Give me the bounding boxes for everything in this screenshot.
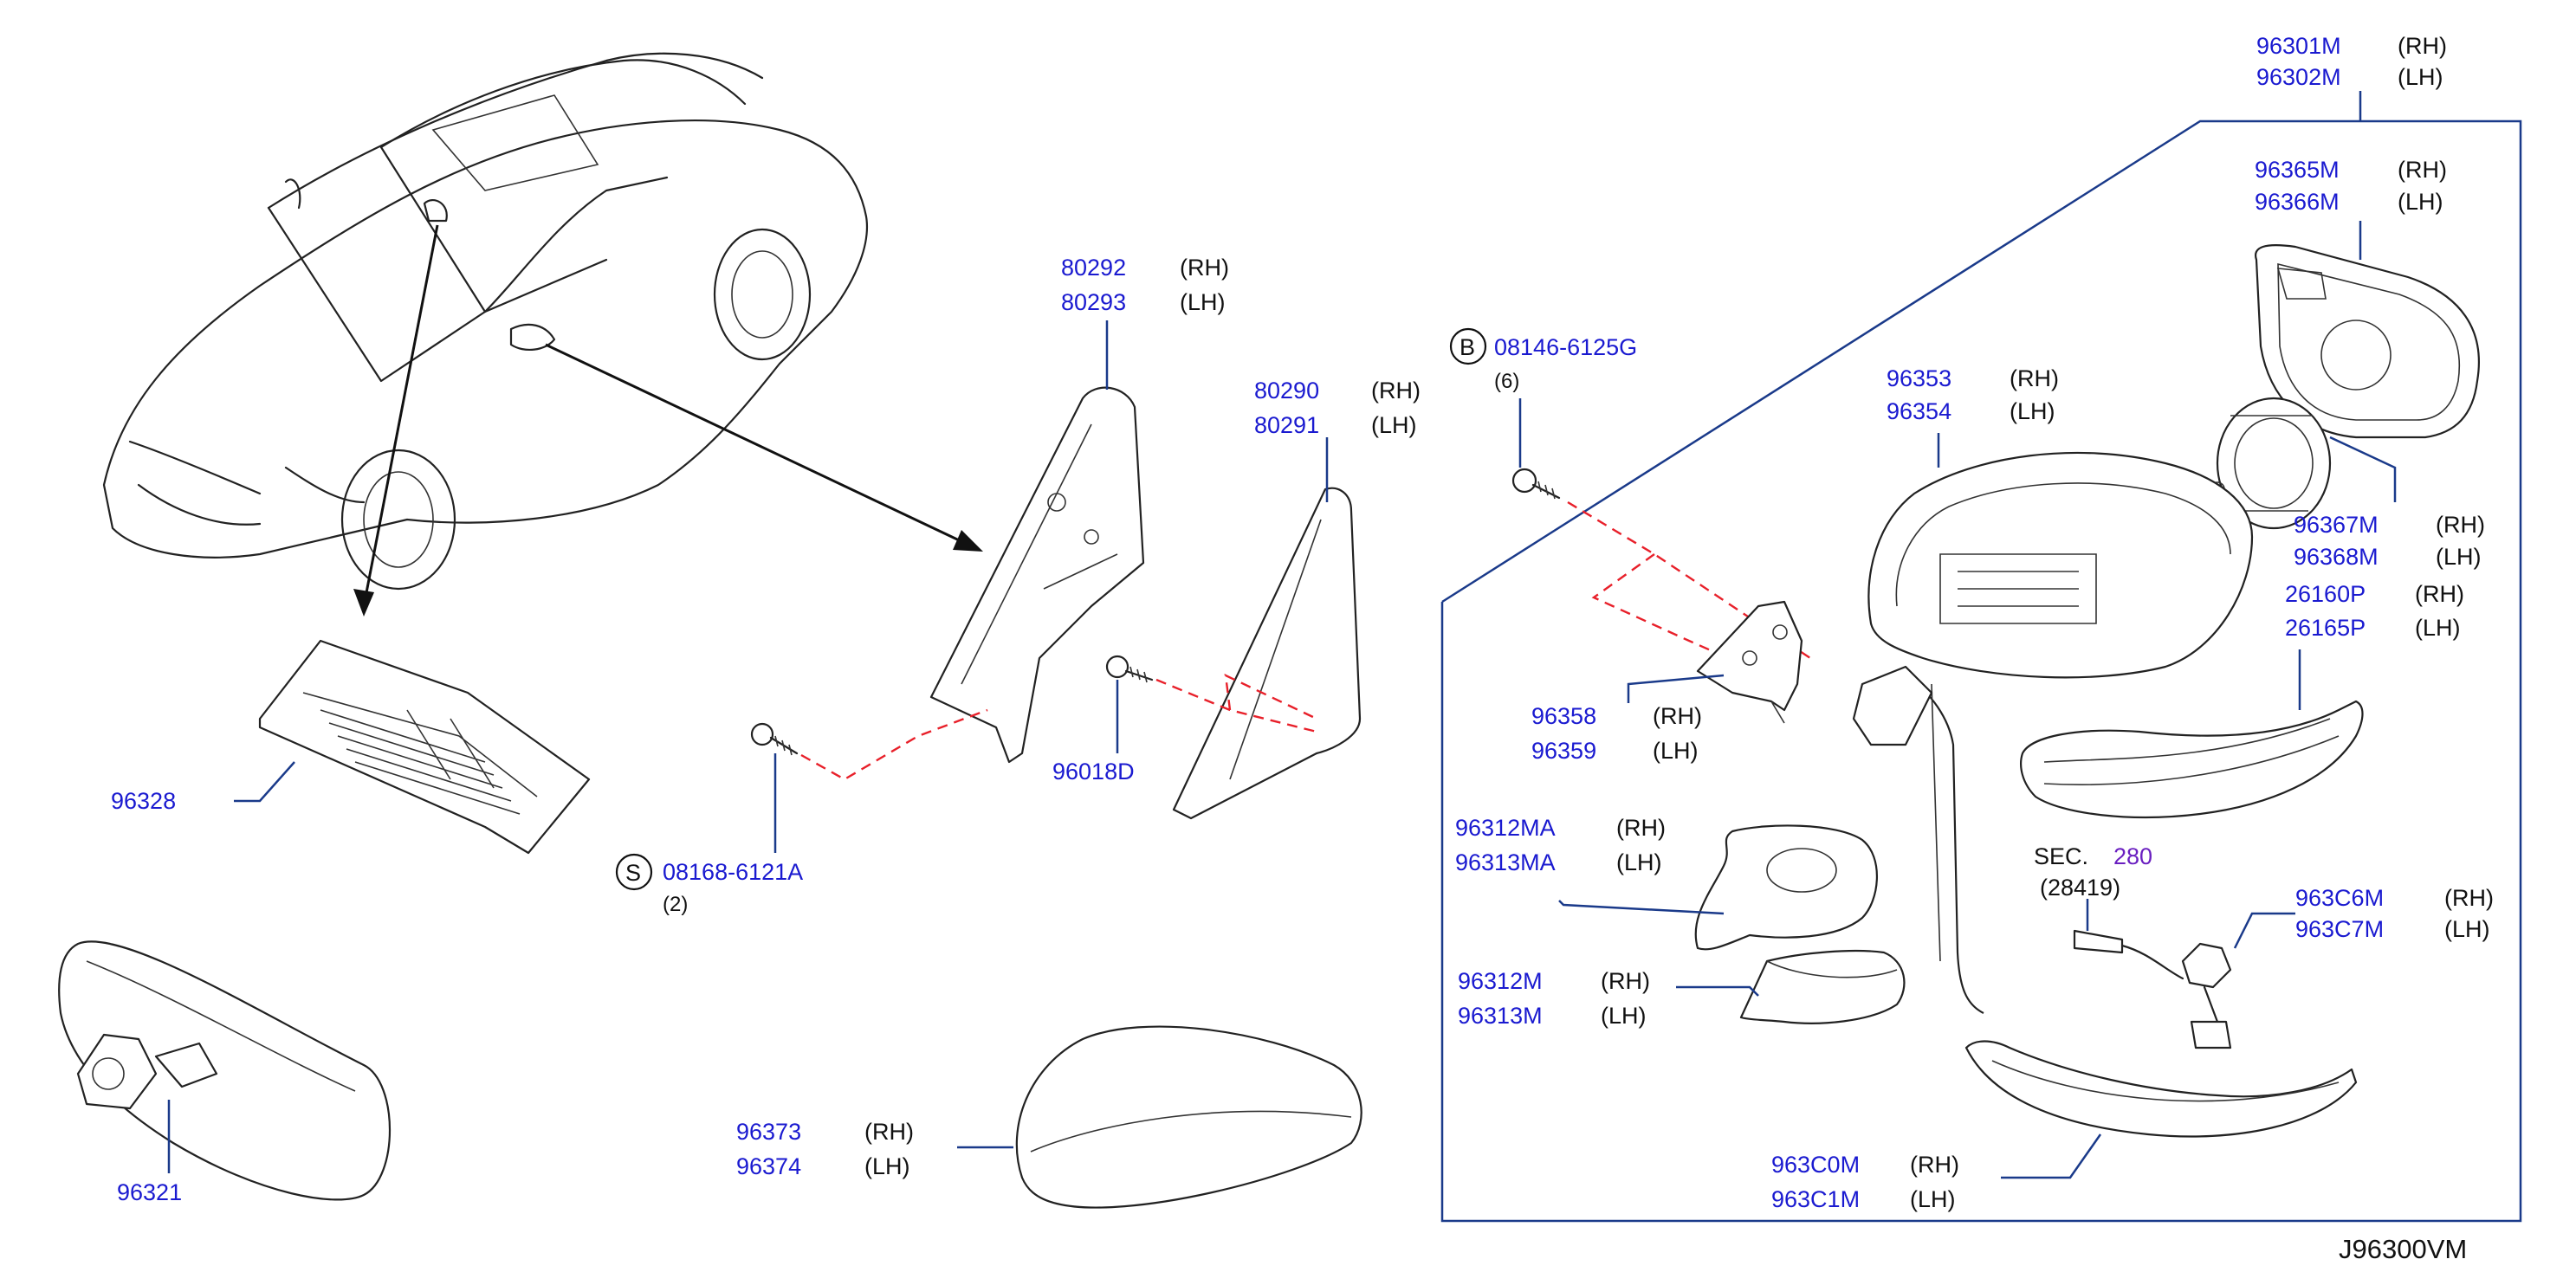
part-number-96313M[interactable]: 96313M [1458,1003,1543,1029]
side-26165P: (LH) [2415,615,2461,641]
side-96312M: (RH) [1601,968,1650,994]
part-number-96354[interactable]: 96354 [1887,398,1951,424]
part-number-96321[interactable]: 96321 [117,1179,182,1205]
part-number-80290[interactable]: 80290 [1254,378,1319,404]
part-number-96366M[interactable]: 96366M [2255,189,2340,215]
part-number-96353[interactable]: 96353 [1887,365,1951,391]
part-number-963C7M[interactable]: 963C7M [2295,916,2384,942]
part-80290-illustration [1172,487,1362,820]
locator-arrows [353,224,983,617]
side-96302M: (LH) [2398,64,2443,90]
marker-B-circle [1449,327,1487,365]
part-number-963C0M[interactable]: 963C0M [1771,1152,1860,1178]
side-80293: (LH) [1180,289,1226,315]
part-number-963C6M[interactable]: 963C6M [2295,885,2384,911]
side-96358: (RH) [1653,703,1702,729]
leader-96358 [1627,674,1725,703]
part-number-96373[interactable]: 96373 [736,1119,801,1145]
part-96367M-illustration [2210,397,2332,530]
section-sub: (28419) [2040,875,2120,901]
side-80291: (LH) [1371,412,1417,438]
part-number-26160P[interactable]: 26160P [2285,581,2366,607]
part-number-80291[interactable]: 80291 [1254,412,1319,438]
part-number-80292[interactable]: 80292 [1061,255,1126,281]
part-number-96301M[interactable]: 96301M [2256,33,2341,59]
part-number-963C1M[interactable]: 963C1M [1771,1186,1860,1212]
part-number-26165P[interactable]: 26165P [2285,615,2366,641]
side-963C1M: (LH) [1910,1186,1956,1212]
side-26160P: (RH) [2415,581,2464,607]
part-number-96358[interactable]: 96358 [1531,703,1596,729]
marker-S: S [625,860,641,886]
part-26160P-illustration [2020,700,2364,819]
side-96373: (RH) [864,1119,914,1145]
side-96359: (LH) [1653,738,1699,764]
side-96353: (RH) [2010,365,2059,391]
side-80290: (RH) [1371,378,1421,404]
part-963C0M-illustration [1964,1040,2358,1138]
side-96374: (LH) [864,1153,910,1179]
part-number-96359[interactable]: 96359 [1531,738,1596,764]
section-number[interactable]: 280 [2113,843,2152,869]
side-96313MA: (LH) [1616,849,1662,875]
qty-08146-6125G: (6) [1494,370,1519,393]
screw-08168-6121A [750,722,799,756]
part-number-96313MA[interactable]: 96313MA [1455,849,1556,875]
part-96373-illustration [1015,1025,1362,1209]
diagram-code: J96300VM [2339,1234,2467,1264]
part-96321-illustration [58,940,391,1201]
part-number-96367M[interactable]: 96367M [2294,512,2379,538]
part-number-96365M[interactable]: 96365M [2255,157,2340,183]
leader-96367M [2329,436,2397,502]
dashed-path-08146-6125G [1567,500,1811,677]
part-number-96374[interactable]: 96374 [736,1153,801,1179]
dashed-path-08168-6121A [800,708,988,781]
side-80292: (RH) [1180,255,1229,281]
leader-963C6M [2233,912,2295,949]
side-96301M: (RH) [2398,33,2447,59]
car-illustration [102,52,868,591]
side-96368M: (LH) [2436,544,2482,570]
assembly-boundary [1440,119,2522,1223]
qty-08168-6121A: (2) [663,893,688,916]
part-96353-illustration [1852,451,2254,1014]
side-96367M: (RH) [2436,512,2485,538]
part-96365M-illustration [2254,244,2480,439]
side-963C7M: (LH) [2444,916,2490,942]
part-number-96312M[interactable]: 96312M [1458,968,1543,994]
part-96328-illustration [258,639,591,855]
part-963C6M-illustration [2073,929,2232,1049]
dashed-path-96018D [1155,673,1317,733]
part-96358-illustration [1696,600,1803,724]
part-number-96302M[interactable]: 96302M [2256,64,2341,90]
side-963C0M: (RH) [1910,1152,1959,1178]
part-number-96018D[interactable]: 96018D [1052,759,1135,785]
part-number-08146-6125G[interactable]: 08146-6125G [1494,334,1637,360]
part-number-08168-6121A[interactable]: 08168-6121A [663,859,803,885]
part-96312MA-illustration [1694,824,1879,951]
marker-B: B [1460,334,1475,360]
section-label: SEC. [2034,843,2088,869]
leader-96328 [234,761,295,803]
part-number-80293[interactable]: 80293 [1061,289,1126,315]
part-80292-illustration [929,386,1145,764]
leader-96312MA [1558,900,1725,915]
part-number-96328[interactable]: 96328 [111,788,176,814]
marker-S-circle [615,853,653,891]
leader-963C0M [2001,1133,2102,1179]
side-96354: (LH) [2010,398,2055,424]
screw-96018D [1105,655,1154,683]
part-96312M-illustration [1739,949,1906,1024]
side-96365M: (RH) [2398,157,2447,183]
part-number-96368M[interactable]: 96368M [2294,544,2379,570]
side-963C6M: (RH) [2444,885,2494,911]
side-96313M: (LH) [1601,1003,1647,1029]
part-number-96312MA[interactable]: 96312MA [1455,815,1556,841]
bolt-08146-6125G [1511,468,1561,500]
side-96312MA: (RH) [1616,815,1666,841]
side-96366M: (LH) [2398,189,2443,215]
leader-96312M [1676,985,1759,997]
